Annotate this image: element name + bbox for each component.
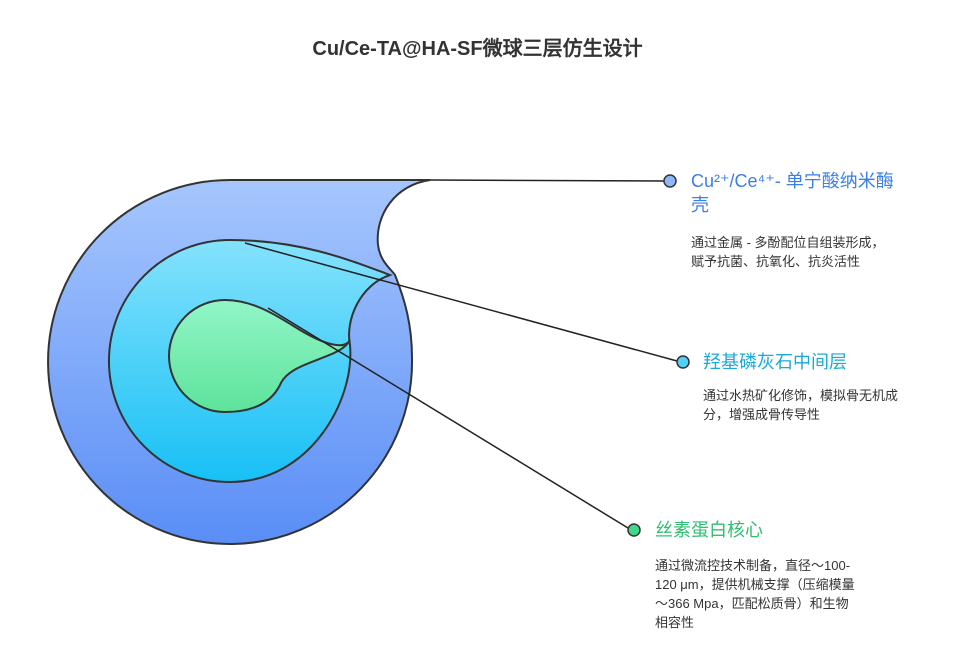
leader-line-core: [267, 307, 629, 529]
middle-marker-icon: [676, 355, 690, 369]
core-label: 丝素蛋白核心: [655, 520, 763, 540]
core-description: 通过微流控技术制备，直径～100-120 μm，提供机械支撑（压缩模量～366 …: [655, 558, 855, 630]
middle-label: 羟基磷灰石中间层: [703, 352, 847, 372]
core-layer: [168, 298, 351, 414]
shell-description: 通过金属 - 多酚配位自组装形成，赋予抗菌、抗氧化、抗炎活性: [691, 235, 885, 269]
core-marker-icon: [627, 523, 641, 537]
leader-line-middle: [244, 242, 678, 362]
middle-description: 通过水热矿化修饰，模拟骨无机成分，增强成骨传导性: [703, 388, 899, 422]
shell-label: Cu²⁺/Ce⁴⁺- 单宁酸纳米酶壳: [691, 171, 894, 215]
leader-line-shell: [429, 179, 665, 182]
diagram-title: Cu/Ce-TA@HA-SF微球三层仿生设计: [312, 38, 643, 60]
shell-marker-icon: [663, 174, 677, 188]
